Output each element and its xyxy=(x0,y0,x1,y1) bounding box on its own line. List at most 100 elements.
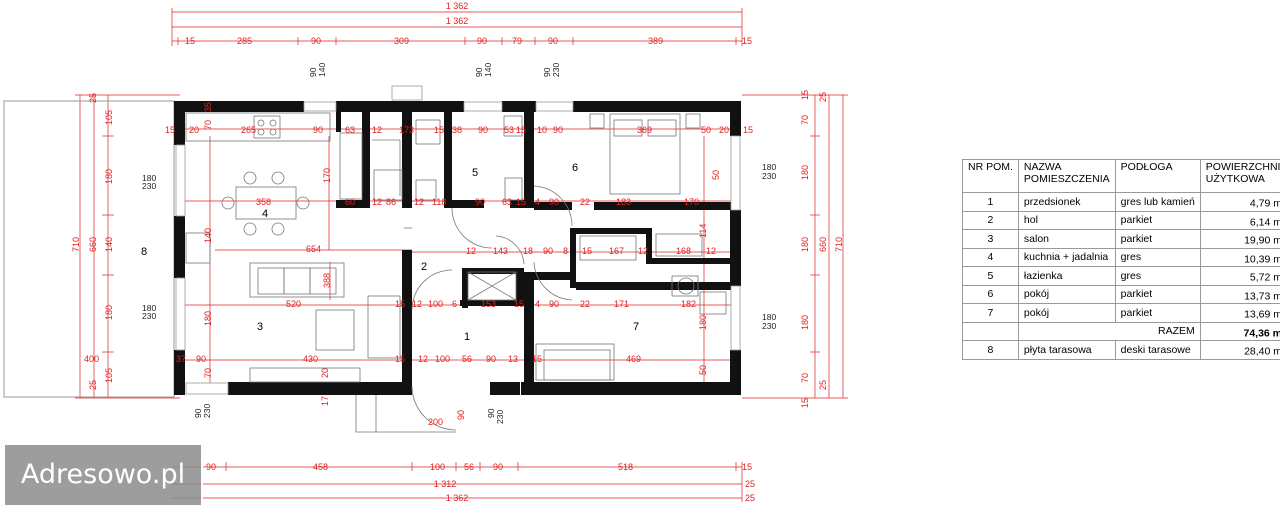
dim-inner: 469 xyxy=(626,354,641,364)
dim-inner: 70 xyxy=(203,120,213,130)
legend-area: 4,79 m2 xyxy=(1199,192,1280,212)
legend-floor: gres xyxy=(1114,247,1201,267)
window-label: 140 xyxy=(317,63,327,77)
room-6-number: 6 xyxy=(572,162,578,174)
dim-right-small: 25 xyxy=(818,380,828,390)
dim-left-seg: 180 xyxy=(104,305,114,320)
dim-inner: 168 xyxy=(676,246,691,256)
legend-nr: 2 xyxy=(962,210,1019,230)
dim-inner: 70 xyxy=(203,368,213,378)
legend-name: pokój xyxy=(1017,284,1116,304)
legend-floor: deski tarasowe xyxy=(1114,340,1201,360)
legend-nr: 7 xyxy=(962,303,1019,323)
dim-inner: 15 xyxy=(582,246,592,256)
dim-right-small: 25 xyxy=(818,92,828,102)
legend-header-row: NR POM. NAZWA POMIESZCZENIA PODŁOGA POWI… xyxy=(962,159,1280,193)
dim-inner: 17 xyxy=(320,396,330,406)
dim-inner: 20 xyxy=(189,125,199,135)
dim-right-inner-total: 660 xyxy=(818,237,828,252)
dim-bottom-seg: 518 xyxy=(618,462,633,472)
legend-name: kuchnia + jadalnia xyxy=(1017,247,1116,267)
legend-nr: 6 xyxy=(962,284,1019,304)
dim-inner: 90 xyxy=(478,125,488,135)
legend-nr: 1 xyxy=(962,192,1019,212)
window-label: 230 xyxy=(762,171,776,181)
dim-inner: 10 xyxy=(537,125,547,135)
dim-inner: 90 xyxy=(456,410,466,420)
legend-floor: parkiet xyxy=(1114,303,1201,323)
legend-header-nr: NR POM. xyxy=(962,159,1019,193)
dim-inner: 183 xyxy=(616,197,631,207)
dim-inner: 90 xyxy=(313,125,323,135)
dim-top-seg: 15 xyxy=(742,36,752,46)
dim-bottom-total-1: 1 312 xyxy=(434,479,457,489)
legend-floor: parkiet xyxy=(1114,210,1201,230)
dim-inner: 50 xyxy=(701,125,711,135)
dim-left-inner-total: 660 xyxy=(88,237,98,252)
dim-left-seg: 105 xyxy=(104,368,114,383)
dim-inner: 90 xyxy=(549,197,559,207)
dim-inner: 6 xyxy=(452,299,457,309)
legend-area: 5,72 m2 xyxy=(1199,266,1280,286)
window-label: 180 xyxy=(762,312,776,322)
legend-name: pokój xyxy=(1017,303,1116,323)
dim-inner: 63 xyxy=(502,197,512,207)
dim-inner: 200 xyxy=(428,417,443,427)
dim-bottom-extra2: 25 xyxy=(745,493,755,503)
legend-header-name: NAZWA POMIESZCZENIA xyxy=(1017,159,1116,193)
dim-bottom-seg: 458 xyxy=(313,462,328,472)
dim-inner: 20 xyxy=(719,125,729,135)
dim-inner: 388 xyxy=(322,273,332,288)
dim-inner: 143 xyxy=(493,246,508,256)
window-label: 230 xyxy=(142,181,156,191)
legend-area: 19,90 m2 xyxy=(1199,229,1280,249)
dim-inner: 430 xyxy=(303,354,318,364)
dim-inner: 171 xyxy=(614,299,629,309)
dim-left-seg: 105 xyxy=(104,110,114,125)
dim-inner: 15 xyxy=(395,354,405,364)
window-label: 230 xyxy=(142,311,156,321)
dim-inner: 12 xyxy=(466,246,476,256)
dim-right-small: 15 xyxy=(800,398,810,408)
dim-inner: 15 xyxy=(434,125,444,135)
window-label: 230 xyxy=(202,404,212,418)
dim-inner: 22 xyxy=(580,197,590,207)
dim-bottom-extra: 25 xyxy=(745,479,755,489)
dim-inner: 114 xyxy=(698,224,708,238)
legend-nr: 3 xyxy=(962,229,1019,249)
dim-inner: 12 xyxy=(372,125,382,135)
dim-inner: 170 xyxy=(322,168,332,183)
legend-nr: 5 xyxy=(962,266,1019,286)
dim-inner: 170 xyxy=(684,197,699,207)
dim-top-total-2: 1 362 xyxy=(446,16,469,26)
dim-inner: 18 xyxy=(523,246,533,256)
dim-inner: 15 xyxy=(743,125,753,135)
room-5-number: 5 xyxy=(472,167,478,179)
dim-bottom-seg: 90 xyxy=(493,462,503,472)
room-1-number: 1 xyxy=(464,331,470,343)
legend-name: przedsionek xyxy=(1017,192,1116,212)
dim-left-outer-total: 710 xyxy=(71,237,81,252)
dim-inner: 140 xyxy=(203,228,213,243)
dim-inner: 37 xyxy=(176,354,186,364)
window-label: 180 xyxy=(142,303,156,313)
window-label: 90 xyxy=(474,67,484,77)
legend-area: 6,14 m2 xyxy=(1199,210,1280,230)
dim-inner: 12 xyxy=(412,299,422,309)
legend-floor: gres xyxy=(1114,266,1201,286)
dim-inner: 63 xyxy=(345,125,355,135)
window-label: 90 xyxy=(308,67,318,77)
legend-header-area: POWIERZCHNIA UŻYTKOWA xyxy=(1199,159,1280,193)
dim-inner: 4 xyxy=(535,299,540,309)
dim-inner: 50 xyxy=(711,170,721,180)
window-label: 180 xyxy=(142,173,156,183)
dim-inner: 90 xyxy=(486,354,496,364)
dim-top-seg: 15 xyxy=(185,36,195,46)
legend-area: 13,69 m2 xyxy=(1199,303,1280,323)
dim-inner: 15 xyxy=(532,354,542,364)
